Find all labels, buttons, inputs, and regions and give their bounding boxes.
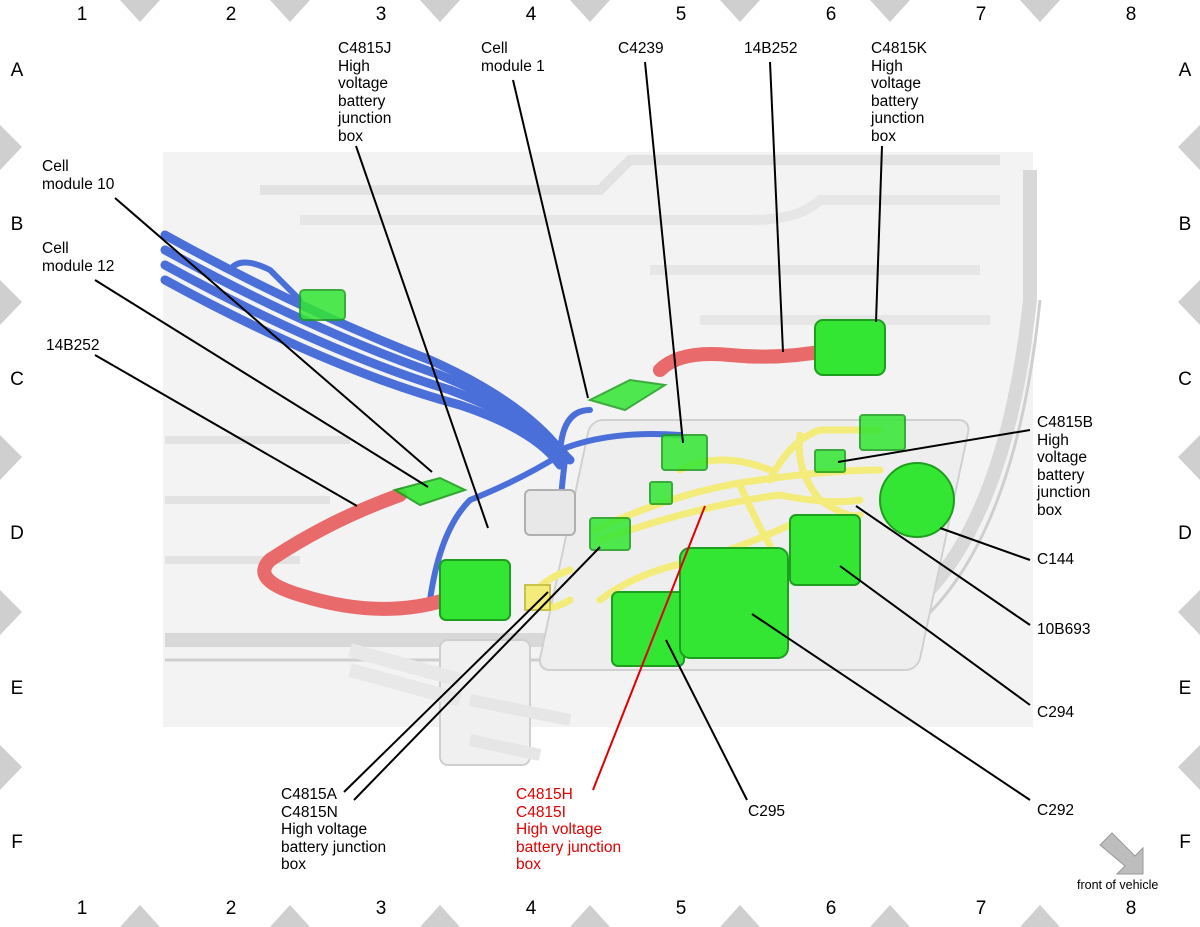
- grid-row-b-left: B: [10, 214, 24, 235]
- highlight-leader-line: [592, 505, 706, 791]
- red-cables: [257, 343, 837, 616]
- grid-col-7-bottom: 7: [975, 898, 987, 919]
- grid-col-1-bottom: 1: [76, 898, 88, 919]
- label-c295: C295: [748, 803, 786, 820]
- label-c144: C144: [1037, 551, 1075, 568]
- label-c4815j: C4815J High voltage battery junction box: [338, 40, 392, 145]
- grid-col-7-top: 7: [975, 4, 987, 25]
- grid-row-c-left: C: [10, 369, 24, 390]
- label-c4815b: C4815B High voltage battery junction box: [1037, 414, 1094, 519]
- label-14b252-left: 14B252: [46, 337, 100, 354]
- front-of-vehicle-label: front of vehicle: [1077, 878, 1159, 892]
- grid-col-3-bottom: 3: [375, 898, 387, 919]
- grid-col-6-bottom: 6: [825, 898, 837, 919]
- grid-col-2-top: 2: [225, 4, 237, 25]
- grid-row-e-right: E: [1178, 678, 1192, 699]
- grid-col-3-top: 3: [375, 4, 387, 25]
- grid-row-f-left: F: [11, 832, 23, 853]
- label-c4239: C4239: [618, 40, 664, 57]
- grid-row-a-left: A: [10, 60, 24, 81]
- blue-harness: [160, 230, 683, 603]
- green-connectors: [299, 289, 955, 667]
- leader-lines: [94, 61, 1031, 801]
- label-c4815h-c4815i-highlighted: C4815H C4815I High voltage battery junct…: [516, 786, 622, 873]
- grid-col-2-bottom: 2: [225, 898, 237, 919]
- label-c294: C294: [1037, 704, 1075, 721]
- grid-col-1-top: 1: [76, 4, 88, 25]
- grid-col-4-top: 4: [525, 4, 537, 25]
- grid-row-f-right: F: [1179, 832, 1191, 853]
- label-cell-module-10: Cell module 10: [42, 158, 115, 193]
- grid-row-a-right: A: [1178, 60, 1192, 81]
- grid-col-6-top: 6: [825, 4, 837, 25]
- grid-col-5-bottom: 5: [675, 898, 687, 919]
- label-14b252-top: 14B252: [744, 40, 798, 57]
- grid-row-b-right: B: [1178, 214, 1192, 235]
- label-cell-module-1: Cell module 1: [481, 40, 545, 75]
- label-cell-module-12: Cell module 12: [42, 240, 115, 275]
- grid-col-5-top: 5: [675, 4, 687, 25]
- label-c4815a-c4815n: C4815A C4815N High voltage battery junct…: [281, 786, 387, 873]
- label-c292: C292: [1037, 802, 1075, 819]
- label-10b693: 10B693: [1037, 621, 1091, 638]
- label-c4815k: C4815K High voltage battery junction box: [871, 40, 928, 145]
- grid-row-c-right: C: [1178, 369, 1192, 390]
- front-arrow-icon: [1099, 832, 1144, 875]
- service-plugs: [348, 639, 572, 766]
- grid-col-8-top: 8: [1125, 4, 1137, 25]
- grid-row-e-left: E: [10, 678, 24, 699]
- grid-col-8-bottom: 8: [1125, 898, 1137, 919]
- grid-col-4-bottom: 4: [525, 898, 537, 919]
- grid-row-d-right: D: [1178, 523, 1192, 544]
- grid-row-d-left: D: [10, 523, 24, 544]
